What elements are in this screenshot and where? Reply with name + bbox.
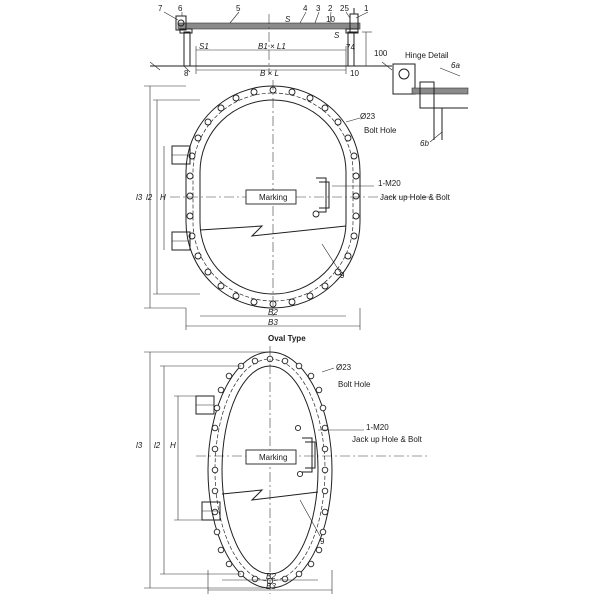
oval-dim-b2: B2 — [266, 572, 276, 581]
oval-jack-label: Jack up Hole & Bolt — [352, 435, 423, 444]
hinge-label-6b: 6b — [420, 139, 429, 148]
upper-hatch-view: Marking 9 Ø23 Bolt Hole 1-M20 Jack up Ho… — [136, 80, 451, 330]
upper-jack-size: 1-M20 — [378, 179, 401, 188]
callout-1: 1 — [364, 4, 369, 13]
oval-dim-b3: B3 — [266, 582, 276, 591]
callout-100: 100 — [374, 49, 388, 58]
callout-5: 5 — [236, 4, 241, 13]
callout-s1: S1 — [199, 42, 209, 51]
oval-item-9: 9 — [320, 537, 325, 546]
callout-b-l: B × L — [260, 69, 279, 78]
oval-marking-box — [245, 449, 297, 465]
top-section-view: 7 6 5 S 4 3 2 25 1 10 74 S1 B1 × L1 100 … — [149, 4, 393, 78]
callout-10-bottom: 10 — [350, 69, 359, 78]
oval-hatch-view: Oval Type — [136, 334, 430, 594]
hinge-detail-title: Hinge Detail — [405, 51, 449, 60]
oval-marking-label: Marking — [259, 453, 287, 462]
oval-bolt-hole-label: Bolt Hole — [338, 380, 371, 389]
oval-bolt-hole-size: Ø23 — [336, 363, 352, 372]
callout-s-top: S — [285, 15, 291, 24]
callout-7: 7 — [158, 4, 163, 13]
oval-bolt-holes — [211, 355, 329, 585]
callout-74: 74 — [346, 43, 355, 52]
oval-dim-l3: l3 — [136, 441, 143, 450]
callout-25: 25 — [340, 4, 349, 13]
upper-bolt-hole-label: Bolt Hole — [364, 126, 397, 135]
upper-dim-l3: l3 — [136, 193, 143, 202]
callout-3: 3 — [316, 4, 321, 13]
oval-inner-opening — [221, 365, 319, 575]
upper-dim-l2: l2 — [146, 193, 153, 202]
upper-dim-b3: B3 — [268, 318, 278, 327]
callout-s-right: S — [334, 31, 340, 40]
upper-bolt-hole-size: Ø23 — [360, 112, 376, 121]
upper-marking-box — [245, 189, 297, 205]
callout-6: 6 — [178, 4, 183, 13]
callout-4: 4 — [303, 4, 308, 13]
hinge-detail: Hinge Detail 6a 6b — [392, 51, 469, 148]
upper-jack-label: Jack up Hole & Bolt — [380, 193, 451, 202]
oval-dim-h: H — [170, 441, 176, 450]
upper-dim-b2: B2 — [268, 308, 278, 317]
upper-marking-label: Marking — [259, 193, 287, 202]
callout-8: 8 — [184, 69, 189, 78]
upper-dim-h: H — [160, 193, 166, 202]
oval-dim-l2: l2 — [154, 441, 161, 450]
hinge-label-6a: 6a — [451, 61, 460, 70]
oval-jack-size: 1-M20 — [366, 423, 389, 432]
callout-10-top: 10 — [326, 15, 335, 24]
callout-b1-l1: B1 × L1 — [258, 42, 286, 51]
oval-title: Oval Type — [268, 334, 306, 343]
callout-2: 2 — [328, 4, 333, 13]
upper-item-9: 9 — [340, 271, 345, 280]
